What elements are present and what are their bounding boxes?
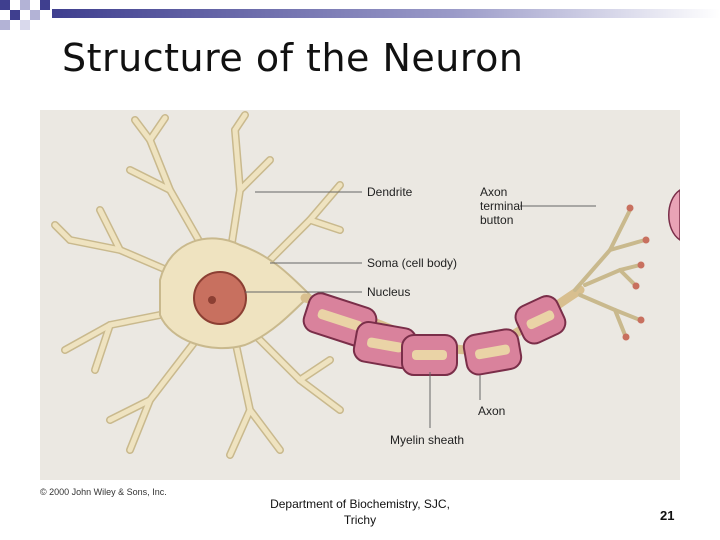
footer-line-1: Department of Biochemistry, SJC, [270, 497, 450, 511]
nucleolus [208, 296, 216, 304]
slide-title: Structure of the Neuron [62, 36, 524, 80]
myelin-sheath [302, 292, 567, 376]
label-nucleus: Nucleus [367, 285, 410, 299]
label-axon-terminal-line1: Axon [480, 185, 507, 199]
dendrites [51, 111, 344, 459]
page-number: 21 [660, 508, 675, 523]
label-axon-terminal-line2: terminal [480, 199, 523, 213]
axon-terminal-buttons [622, 204, 650, 341]
label-myelin-sheath: Myelin sheath [390, 433, 464, 447]
label-leaders [245, 191, 596, 428]
neuron-diagram: Dendrite Soma (cell body) Nucleus Axon t… [40, 110, 680, 480]
label-axon-terminal-line3: button [480, 213, 513, 227]
label-axon: Axon [478, 404, 505, 418]
footer-line-2: Trichy [343, 513, 377, 527]
axon-terminal-branches [573, 208, 647, 337]
target-cell [668, 189, 680, 241]
title-decoration [0, 0, 720, 30]
label-soma: Soma (cell body) [367, 256, 457, 270]
label-dendrite: Dendrite [367, 185, 413, 199]
neuron-illustration: Dendrite Soma (cell body) Nucleus Axon t… [40, 110, 680, 480]
copyright-notice: © 2000 John Wiley & Sons, Inc. [40, 487, 167, 497]
footer: Department of Biochemistry, SJC, Trichy [260, 496, 460, 528]
nucleus [193, 271, 247, 325]
